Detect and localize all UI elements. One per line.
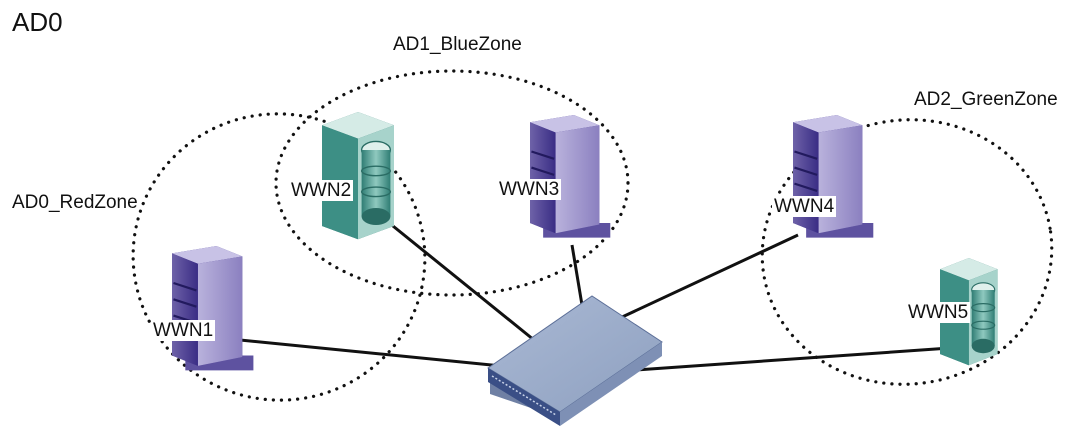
link-wwn1: [239, 338, 513, 369]
node-label-wwn5: WWN5: [906, 302, 971, 323]
zone-red-boundary: [131, 112, 427, 402]
fabric-links: [239, 220, 951, 372]
zone-boundaries: [131, 69, 1054, 402]
link-wwn4: [619, 233, 799, 320]
node-label-wwn2: WWN2: [289, 180, 354, 201]
zone-label-blue: AD1_BlueZone: [393, 34, 522, 55]
node-label-wwn4: WWN4: [772, 196, 837, 217]
zone-blue-boundary: [274, 69, 630, 297]
fabric-switch-icon: [487, 295, 663, 426]
node-label-wwn3: WWN3: [497, 179, 562, 200]
link-wwn2: [387, 220, 535, 342]
link-wwn3: [570, 244, 584, 306]
diagram-title: AD0: [12, 7, 63, 37]
wwn2-storage-icon: [321, 111, 395, 241]
wwn1-server-icon: [170, 244, 255, 372]
zone-label-green: AD2_GreenZone: [914, 89, 1058, 110]
wwn3-server-icon: [528, 113, 612, 239]
zone-label-red: AD0_RedZone: [12, 192, 138, 213]
link-wwn5: [635, 346, 951, 372]
zone-green-boundary: [760, 118, 1054, 386]
node-label-wwn1: WWN1: [151, 320, 216, 341]
wwn4-server-icon: [791, 113, 875, 239]
